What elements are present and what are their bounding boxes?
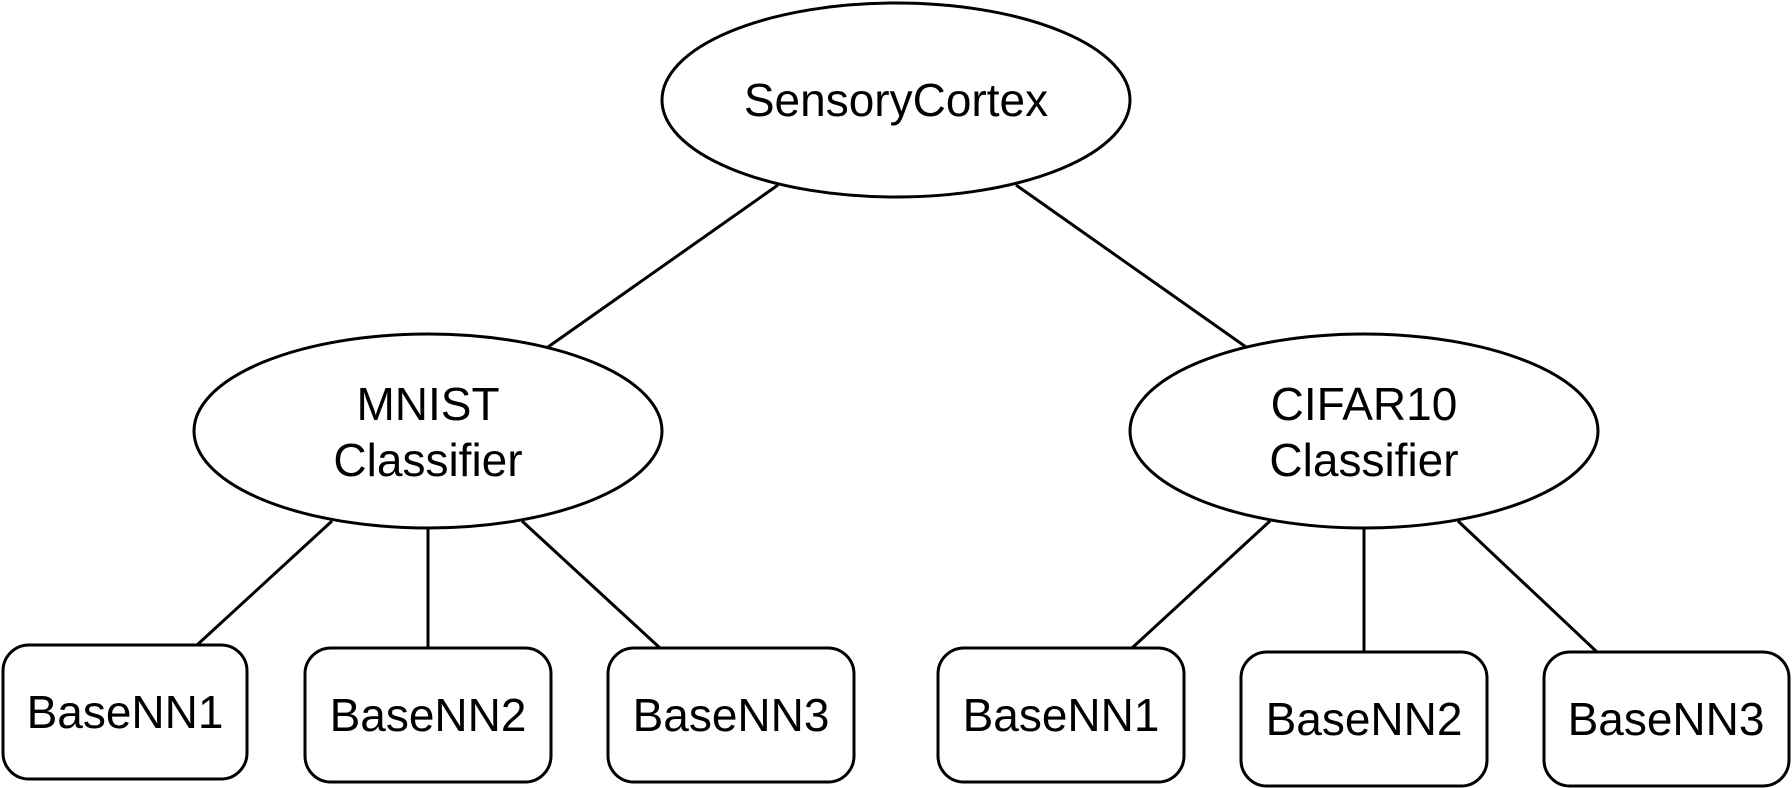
connectors: [195, 183, 1599, 654]
mnist-basenn3-label: BaseNN3: [633, 689, 830, 741]
cifar10-basenn3-node: BaseNN3: [1542, 650, 1791, 788]
edge-mnist-basenn3: [520, 519, 662, 650]
edge-root-mnist: [547, 183, 779, 349]
mnist-basenn2-label: BaseNN2: [330, 689, 527, 741]
mnist-basenn1-label: BaseNN1: [27, 686, 224, 738]
cifar10-classifier-shape: [1128, 332, 1600, 530]
mnist-basenn1-shape: [1, 643, 249, 781]
cifar10-basenn1-node: BaseNN1: [936, 646, 1186, 784]
cifar10-basenn1-label: BaseNN1: [963, 689, 1160, 741]
mnist-basenn3-node: BaseNN3: [606, 646, 856, 784]
cifar10-basenn2-label: BaseNN2: [1266, 693, 1463, 745]
mnist-classifier-label-line1: MNIST: [356, 378, 499, 430]
edge-mnist-basenn1: [195, 519, 334, 647]
cifar10-classifier-label-line1: CIFAR10: [1271, 378, 1458, 430]
root-node-label: SensoryCortex: [744, 74, 1048, 126]
edge-root-cifar: [1015, 183, 1247, 349]
cifar10-basenn2-node: BaseNN2: [1239, 650, 1489, 788]
cifar10-basenn3-shape: [1542, 650, 1791, 788]
mnist-basenn2-shape: [303, 646, 553, 784]
cifar10-basenn3-label: BaseNN3: [1568, 693, 1765, 745]
root-node: SensoryCortex: [660, 1, 1132, 199]
cifar10-basenn2-shape: [1239, 650, 1489, 788]
mnist-classifier-shape: [192, 332, 664, 530]
edge-cifar-basenn3: [1456, 519, 1599, 654]
mnist-basenn3-shape: [606, 646, 856, 784]
mnist-basenn2-node: BaseNN2: [303, 646, 553, 784]
cifar10-classifier-node: CIFAR10 Classifier: [1128, 332, 1600, 530]
mnist-classifier-label-line2: Classifier: [333, 434, 522, 486]
root-node-shape: [660, 1, 1132, 199]
cifar10-basenn1-shape: [936, 646, 1186, 784]
mnist-basenn1-node: BaseNN1: [1, 643, 249, 781]
mnist-classifier-node: MNIST Classifier: [192, 332, 664, 530]
edge-cifar-basenn1: [1130, 519, 1272, 650]
cifar10-classifier-label-line2: Classifier: [1269, 434, 1458, 486]
